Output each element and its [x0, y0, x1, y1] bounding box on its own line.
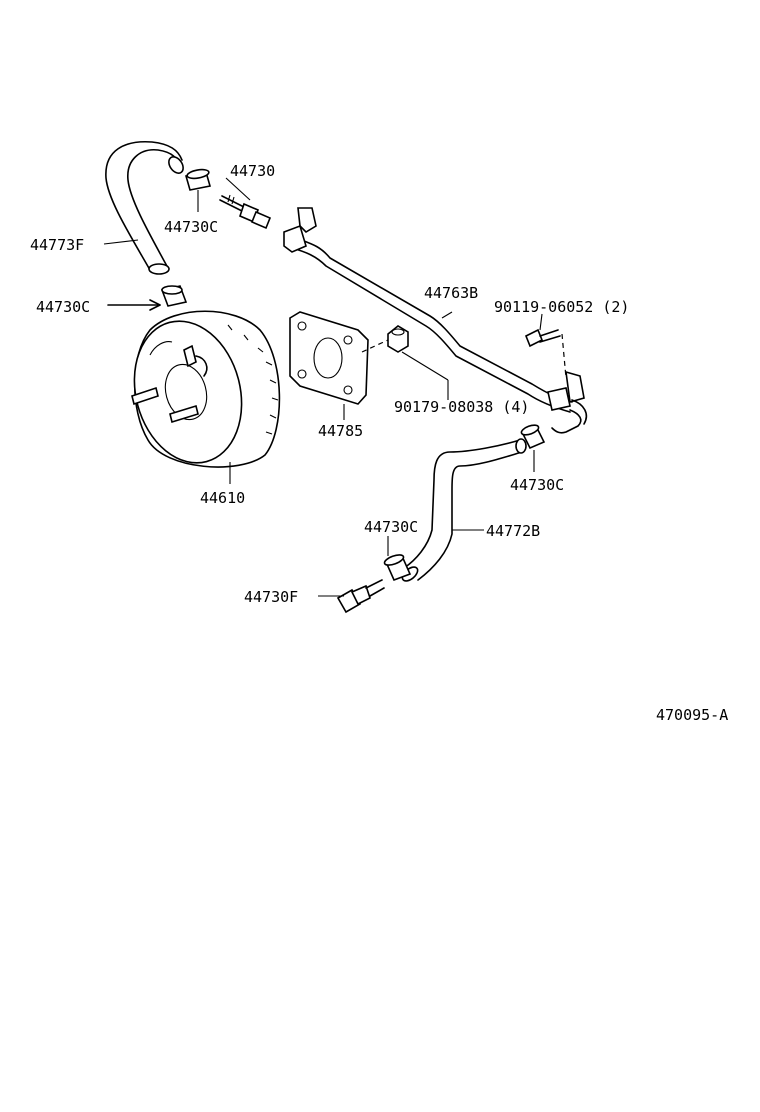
- label-44763b: 44763B: [424, 284, 478, 302]
- label-44730c-top: 44730C: [164, 218, 218, 236]
- label-44773f: 44773F: [30, 236, 84, 254]
- clip-44730c-mid: [383, 554, 412, 582]
- brake-booster-44610: [131, 310, 281, 468]
- vacuum-pipe-44763b: [283, 207, 588, 434]
- label-90179-08038: 90179-08038 (4): [394, 398, 529, 416]
- figure-id: 470095-A: [656, 706, 728, 724]
- label-44730f: 44730F: [244, 588, 298, 606]
- label-90119-06052: 90119-06052 (2): [494, 298, 629, 316]
- hose-44772b: [401, 438, 527, 582]
- label-44730c-right: 44730C: [510, 476, 564, 494]
- clip-44730c-left: [160, 285, 188, 307]
- fitting-44730f: [336, 579, 385, 614]
- label-44730c-left: 44730C: [36, 298, 90, 316]
- label-44730: 44730: [230, 162, 275, 180]
- clip-44730c-top: [184, 168, 212, 212]
- label-44772b: 44772B: [486, 522, 540, 540]
- bolt-90119: [524, 328, 561, 348]
- check-valve-44730: [219, 177, 272, 230]
- gasket-plate-44785: [289, 311, 369, 405]
- hose-44773f: [105, 140, 184, 275]
- label-44730c-mid: 44730C: [364, 518, 418, 536]
- clip-44730c-right: [520, 424, 546, 450]
- label-44785: 44785: [318, 422, 363, 440]
- nut-90179: [387, 325, 409, 353]
- label-44610: 44610: [200, 489, 245, 507]
